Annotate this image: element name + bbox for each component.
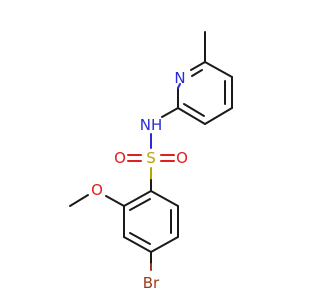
- bond-b4-b3: [123, 236, 152, 253]
- bond-c6-n1: [190, 61, 206, 71]
- bond-b2-o: [105, 195, 125, 207]
- bond-c6-c5: [204, 61, 233, 78]
- bond-c4-c3: [204, 107, 233, 125]
- bromine-label: Br: [143, 274, 160, 292]
- structure-canvas: N NH S O O O Br: [69, 31, 233, 292]
- bond-b4-b3-double: [129, 232, 151, 245]
- pyridine-nitrogen-label: N: [174, 69, 185, 87]
- bond-b1-b6: [150, 190, 179, 207]
- bond-b5-b4: [150, 236, 179, 253]
- bond-o-methyl: [69, 194, 89, 207]
- oxygen-right-label: O: [176, 149, 188, 167]
- methoxy-oxygen-label: O: [91, 181, 103, 199]
- bond-b2-b1: [123, 190, 152, 207]
- amide-nh-label: NH: [140, 116, 163, 134]
- benzene-ring: [123, 190, 179, 253]
- bond-c2-n1-tip: [177, 83, 181, 89]
- oxygen-left-label: O: [114, 149, 126, 167]
- molecule-structure: N NH S O O O Br: [69, 31, 233, 292]
- bond-c2-nh: [161, 107, 179, 118]
- bond-c3-c2: [177, 107, 206, 125]
- sulfur-label: S: [146, 149, 156, 167]
- bond-c3-c2-double: [183, 103, 205, 117]
- pyridine-ring: [177, 31, 233, 125]
- bond-b2-b1-double: [129, 198, 151, 211]
- bond-c6-n1-double: [191, 69, 203, 77]
